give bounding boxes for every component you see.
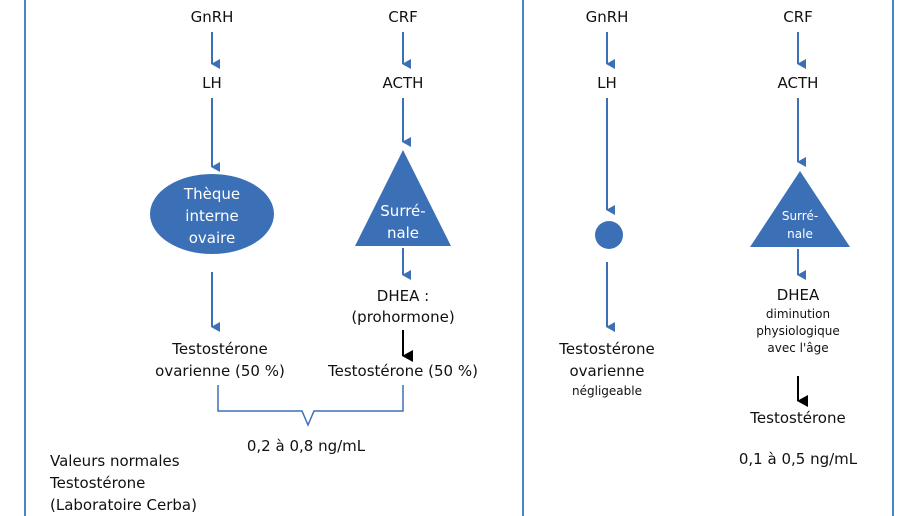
right-acth-label: ACTH: [777, 74, 819, 92]
surrenale-right-line2: nale: [787, 227, 813, 241]
theque-label-line1: Thèque: [183, 185, 241, 203]
right-ovarian-testosterone-line1: Testostérone: [559, 340, 655, 358]
negligible-label: négligeable: [572, 384, 642, 398]
normal-values-note-line1: Valeurs normales: [50, 452, 180, 470]
left-crf-label: CRF: [388, 8, 418, 26]
surrenale-right-line1: Surré-: [781, 209, 819, 223]
left-range-value: 0,2 à 0,8 ng/mL: [246, 437, 366, 455]
theque-label-line3: ovaire: [188, 229, 236, 247]
prohormone-label: (prohormone): [351, 308, 455, 326]
normal-values-note-line3: (Laboratoire Cerba): [50, 496, 197, 514]
theque-ovary-ellipse: [150, 174, 274, 254]
ovarian-testosterone-line1: Testostérone: [172, 340, 268, 358]
left-gnrh-label: GnRH: [190, 8, 234, 26]
surrenale-left-line1: Surré-: [380, 202, 426, 220]
right-testosterone-label: Testostérone: [750, 409, 846, 427]
left-lh-label: LH: [202, 74, 222, 92]
adrenal-testosterone-label: Testostérone (50 %): [328, 362, 478, 380]
ovarian-testosterone-line2: ovarienne (50 %): [155, 362, 285, 380]
normal-values-note-line2: Testostérone: [50, 474, 146, 492]
dhea-note-line3: avec l'âge: [767, 341, 829, 355]
right-gnrh-label: GnRH: [585, 8, 629, 26]
dhea-label-right: DHEA: [776, 286, 820, 304]
right-crf-label: CRF: [783, 8, 813, 26]
surrenale-triangle-left: [355, 150, 451, 246]
small-ovary-dot: [595, 221, 623, 249]
combining-brace: [217, 385, 404, 427]
dhea-note-line2: physiologique: [756, 324, 840, 338]
right-ovarian-testosterone-line2: ovarienne: [569, 362, 645, 380]
right-range-value: 0,1 à 0,5 ng/mL: [738, 450, 858, 468]
theque-label-line2: interne: [185, 207, 239, 225]
surrenale-triangle-right: [750, 171, 850, 247]
left-acth-label: ACTH: [382, 74, 424, 92]
right-lh-label: LH: [597, 74, 617, 92]
dhea-label-left: DHEA :: [376, 287, 430, 305]
surrenale-left-line2: nale: [386, 224, 420, 242]
dhea-note-line1: diminution: [765, 307, 831, 321]
